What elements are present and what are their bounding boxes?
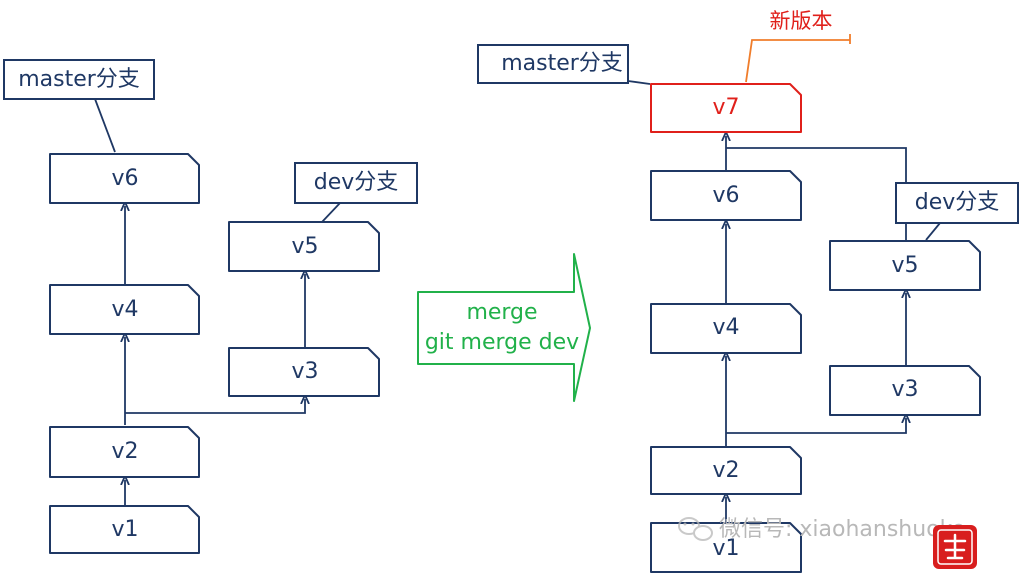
right-node-v1-text: v1 [712, 536, 739, 561]
right-dev-label-text: dev分支 [915, 190, 1000, 215]
right-master-label: master分支 [477, 44, 629, 84]
edge-v2-v3 [125, 399, 305, 414]
right-node-v1: v1 [650, 522, 802, 573]
right-master-pointer [627, 80, 651, 85]
right-node-v3: v3 [829, 365, 981, 416]
wechat-logo-icon [678, 517, 713, 541]
right-node-v2-text: v2 [712, 458, 739, 483]
left-master-pointer [94, 98, 116, 153]
left-node-v3: v3 [228, 347, 380, 397]
right-node-v2: v2 [650, 446, 802, 495]
red-seal-stamp-icon [933, 525, 977, 569]
right-node-v4-text: v4 [712, 315, 739, 340]
left-node-v5-text: v5 [291, 234, 318, 259]
left-node-v6-text: v6 [111, 166, 138, 191]
left-diagram: master分支 dev分支 v6 v4 v2 v1 v5 v3 [3, 59, 418, 554]
right-master-label-text: master分支 [501, 51, 623, 76]
right-dev-label: dev分支 [895, 182, 1019, 224]
new-version-callout-line [745, 39, 850, 83]
left-dev-label-text: dev分支 [314, 170, 399, 195]
watermark: 微信号: xiaohanshuoke [678, 517, 977, 569]
right-node-v7-text: v7 [712, 95, 739, 120]
left-node-v6: v6 [49, 153, 200, 204]
right-node-v3-text: v3 [891, 377, 918, 402]
right-node-v6: v6 [650, 170, 802, 221]
left-dev-pointer [321, 202, 341, 223]
right-node-v7: v7 [650, 83, 802, 133]
left-node-v1: v1 [49, 505, 200, 554]
new-version-callout: 新版本 [745, 9, 851, 83]
merge-arrow: merge git merge dev [417, 253, 591, 402]
merge-arrow-label-command: git merge dev [425, 330, 579, 355]
left-dev-label: dev分支 [294, 162, 418, 204]
left-connectors [94, 98, 341, 505]
right-node-v4: v4 [650, 303, 802, 354]
left-node-v4-text: v4 [111, 297, 138, 322]
right-diagram: 新版本 master分支 dev分支 v7 v6 v4 v2 [477, 9, 1019, 573]
right-node-v5: v5 [829, 240, 981, 291]
left-master-label: master分支 [3, 59, 155, 100]
left-node-v2-text: v2 [111, 439, 138, 464]
left-master-label-text: master分支 [18, 67, 140, 92]
right-dev-pointer [925, 222, 941, 241]
left-node-v2: v2 [49, 426, 200, 478]
merge-arrow-label-merge: merge [466, 300, 537, 325]
left-node-v3-text: v3 [291, 359, 318, 384]
left-node-v5: v5 [228, 221, 380, 272]
left-node-v1-text: v1 [111, 517, 138, 542]
watermark-text: 微信号: xiaohanshuoke [719, 517, 965, 542]
right-node-v5-text: v5 [891, 253, 918, 278]
left-node-v4: v4 [49, 284, 200, 335]
edge-r-v2-v3 [726, 418, 906, 434]
merge-arrow-shape [417, 253, 591, 402]
right-node-v6-text: v6 [712, 183, 739, 208]
new-version-note: 新版本 [770, 9, 833, 33]
